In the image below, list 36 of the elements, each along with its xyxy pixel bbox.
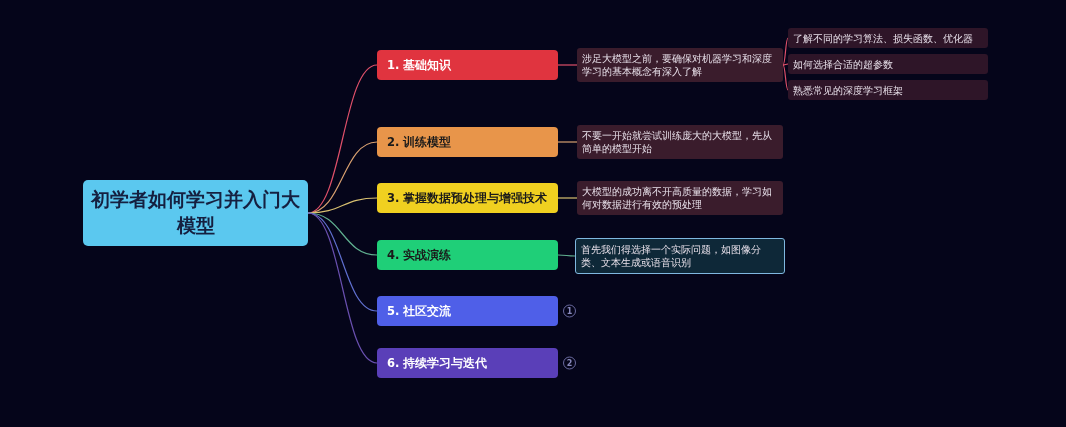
node-text: 初学者如何学习并入门大模型 xyxy=(91,187,300,238)
connector-line xyxy=(557,254,576,257)
node-text: 大模型的成功离不开高质量的数据，学习如何对数据进行有效的预处理 xyxy=(582,185,773,211)
node-text: 首先我们得选择一个实际问题，如图像分类、文本生成或语音识别 xyxy=(581,243,762,269)
connector-line xyxy=(782,37,789,66)
root-topic-box xyxy=(83,180,308,246)
subtopic-box xyxy=(577,181,783,215)
branch-topic-box xyxy=(377,127,558,157)
node-text: 6. 持续学习与迭代 xyxy=(387,355,488,371)
node-text: 1. 基础知识 xyxy=(387,57,452,73)
node-text: 熟悉常见的深度学习框架 xyxy=(793,83,903,97)
node-text: 不要一开始就尝试训练庞大的大模型，先从简单的模型开始 xyxy=(582,129,773,155)
subtopic-box xyxy=(577,125,783,159)
subtopic-box xyxy=(788,80,988,100)
connector-line xyxy=(782,63,789,66)
connector-line xyxy=(557,64,578,66)
node-text: 如何选择合适的超参数 xyxy=(793,57,893,71)
subtopic-box xyxy=(788,54,988,74)
branch-topic-box xyxy=(377,183,558,213)
connector-line xyxy=(782,64,789,91)
connector-line xyxy=(307,197,378,214)
branch-topic-box xyxy=(377,240,558,270)
node-text: 涉足大模型之前，要确保对机器学习和深度学习的基本概念有深入了解 xyxy=(582,52,773,78)
connector-line xyxy=(557,197,578,199)
node-text: 3. 掌握数据预处理与增强技术 xyxy=(387,190,548,206)
subtopic-box xyxy=(788,28,988,48)
branch-topic-box xyxy=(377,50,558,80)
node-text: 2. 训练模型 xyxy=(387,134,452,150)
subtopic-box xyxy=(577,48,783,82)
connector-line xyxy=(307,212,378,312)
node-text: 4. 实战演练 xyxy=(387,247,452,263)
subtopic-box xyxy=(575,238,785,274)
connector-line xyxy=(307,212,378,364)
node-text: 了解不同的学习算法、损失函数、优化器 xyxy=(793,31,973,45)
node-text: 5. 社区交流 xyxy=(387,303,452,319)
connector-line xyxy=(557,141,578,143)
